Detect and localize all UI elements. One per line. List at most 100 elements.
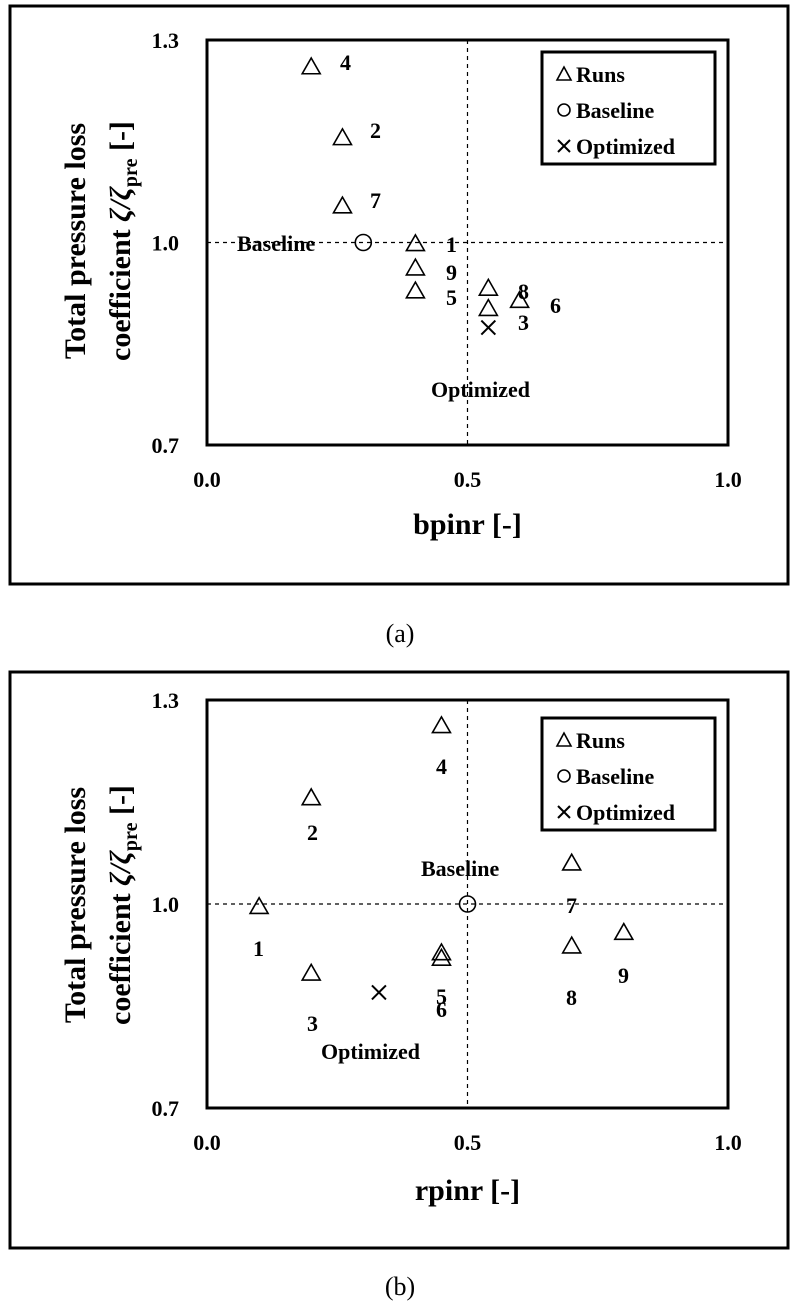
point-label: 1: [253, 936, 264, 961]
legend-item-optimized: Optimized: [557, 800, 675, 825]
triangle-marker: [300, 56, 322, 75]
legend-label: Runs: [576, 62, 625, 87]
triangle-marker: [431, 715, 452, 734]
y-tick-label: 1.0: [152, 892, 180, 917]
outer-frame: [8, 670, 790, 1250]
point-label: 4: [436, 754, 447, 779]
triangle-marker: [248, 896, 270, 915]
cross-marker-stroke: [480, 319, 497, 336]
outer-frame: [8, 4, 790, 586]
triangle-marker: [561, 852, 583, 871]
y-axis-label-line1: Total pressure loss: [59, 123, 92, 359]
triangle-marker: [332, 195, 353, 214]
point-label: 3: [307, 1011, 318, 1036]
point-label: 5: [446, 285, 457, 310]
legend-circle-marker: [557, 103, 571, 117]
point-label: Baseline: [237, 231, 315, 256]
legend-label: Optimized: [576, 134, 675, 159]
triangle-marker: [300, 787, 322, 806]
legend-item-baseline: Baseline: [557, 764, 654, 789]
figure-caption: (b): [385, 1272, 415, 1301]
legend-cross-marker: [557, 139, 571, 153]
y-axis-label-unit: [-]: [104, 785, 137, 822]
legend-item-optimized: Optimized: [557, 134, 675, 159]
y-tick-label: 1.0: [152, 231, 180, 256]
y-axis-label-symbol: ζ/ζ: [104, 185, 137, 222]
y-axis-label-word: coefficient: [104, 886, 137, 1025]
legend-triangle-marker: [555, 65, 573, 81]
point-label: 1: [446, 232, 457, 257]
legend-box: [540, 50, 717, 166]
triangle-marker: [405, 257, 426, 276]
y-axis-label-subscript: pre: [120, 822, 142, 851]
x-tick-label: 1.0: [714, 1130, 742, 1155]
triangle-marker: [477, 298, 499, 317]
point-label: 9: [618, 963, 629, 988]
legend-circle-marker: [557, 769, 571, 783]
triangle-marker: [561, 935, 583, 954]
point-label: 7: [370, 188, 381, 213]
chart-panel-1: 0.7 1.0 1.3 0.0 0.5 1.0 bpinr [-] Total pressur…: [8, 4, 790, 648]
figure-caption: (a): [386, 619, 415, 648]
point-label: 2: [307, 820, 318, 845]
point-label: 2: [370, 118, 381, 143]
series-optimized: Optimized: [321, 984, 420, 1064]
point-label: 8: [518, 279, 529, 304]
legend-cross-marker: [557, 805, 571, 819]
point-label: 6: [550, 293, 561, 318]
legend-label: Optimized: [576, 800, 675, 825]
series-optimized: Optimized: [431, 319, 530, 402]
legend-triangle-marker: [555, 731, 573, 747]
x-axis-label: bpinr [-]: [413, 508, 522, 541]
x-tick-label: 0.5: [454, 467, 482, 492]
cross-marker-stroke: [371, 984, 387, 1001]
triangle-marker: [613, 921, 635, 941]
point-label: Optimized: [431, 377, 530, 402]
triangle-marker: [332, 127, 353, 146]
point-label: Baseline: [421, 856, 499, 881]
circle-marker: [458, 895, 477, 913]
triangle-marker: [300, 962, 322, 981]
triangle-marker: [431, 947, 452, 966]
x-tick-label: 0.5: [454, 1130, 482, 1155]
y-axis-label-subscript: pre: [120, 158, 142, 187]
y-axis-label-line1: Total pressure loss: [59, 787, 92, 1023]
point-label: 3: [518, 310, 529, 335]
y-axis-label-word: coefficient: [104, 222, 137, 361]
series-baseline: Baseline: [237, 231, 373, 256]
triangle-marker: [405, 233, 426, 252]
y-axis-label-unit: [-]: [104, 121, 137, 158]
legend-label: Baseline: [576, 764, 654, 789]
triangle-marker: [509, 289, 530, 309]
legend-label: Baseline: [576, 98, 654, 123]
legend-item-runs: Runs: [555, 62, 625, 87]
point-label: 5: [436, 984, 447, 1009]
point-label: 8: [566, 985, 577, 1010]
y-tick-label: 1.3: [152, 28, 180, 53]
cross-marker: [480, 319, 497, 336]
series-runs: 1 2 3 4 56 7 8 9: [248, 715, 635, 1036]
circle-marker: [354, 233, 373, 252]
x-axis-label: rpinr [-]: [415, 1174, 520, 1207]
y-tick-label: 0.7: [152, 433, 180, 458]
series-baseline: Baseline: [421, 856, 499, 913]
legend-box: [540, 716, 717, 832]
triangle-marker: [431, 942, 452, 961]
x-tick-label: 0.0: [193, 467, 221, 492]
y-tick-label: 1.3: [152, 688, 180, 713]
point-label: Optimized: [321, 1039, 420, 1064]
x-tick-label: 1.0: [714, 467, 742, 492]
triangle-marker: [477, 277, 499, 296]
y-axis-label-line2: coefficient ζ/ζpre [-]: [104, 121, 142, 361]
triangle-marker: [405, 280, 426, 299]
legend-label: Runs: [576, 728, 625, 753]
cross-marker: [371, 984, 387, 1001]
point-label: 6: [436, 997, 447, 1022]
point-label: 9: [446, 260, 457, 285]
legend-item-runs: Runs: [555, 728, 625, 753]
point-label: 7: [566, 893, 577, 918]
